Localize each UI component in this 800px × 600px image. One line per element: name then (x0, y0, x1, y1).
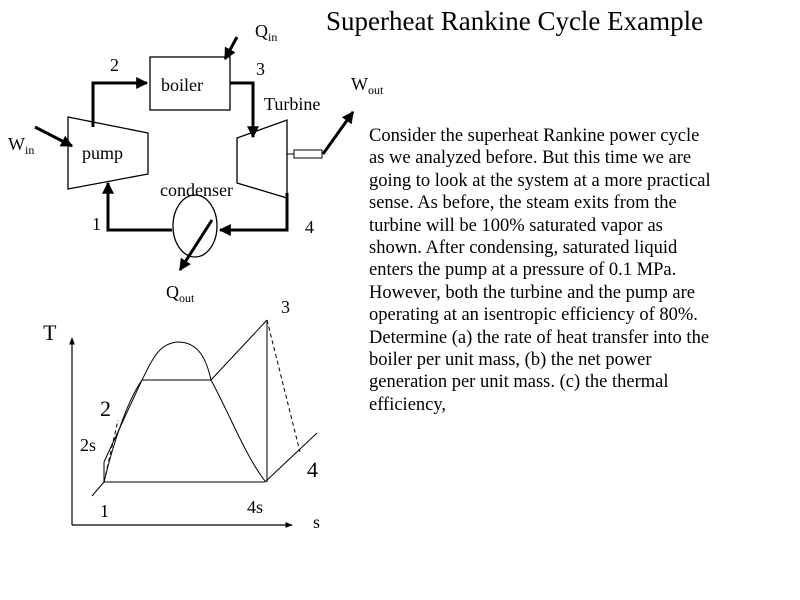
problem-line: operating at an isentropic efficiency of… (369, 305, 698, 326)
slide-title: Superheat Rankine Cycle Example (326, 6, 704, 36)
ts-point-2s: 2s (80, 435, 96, 455)
w-in-arrow (34, 125, 74, 148)
pump-shape (67, 116, 149, 190)
line-sat-3 (210, 319, 268, 381)
t-axis-label: T (43, 320, 57, 345)
problem-line: enters the pump at a pressure of 0.1 MPa… (369, 260, 677, 281)
s-axis-label: s (313, 512, 320, 532)
problem-statement: Consider the superheat Rankine power cyc… (369, 125, 789, 416)
problem-line: shown. After condensing, saturated liqui… (369, 238, 678, 259)
w-out-arrow (321, 111, 355, 155)
ts-point-4s: 4s (247, 497, 263, 517)
state-label-1: 1 (92, 214, 101, 234)
turbine-label: Turbine (264, 94, 320, 114)
line-1-ext (91, 481, 105, 497)
actual-pump-process (103, 419, 119, 483)
ts-point-4: 4 (307, 457, 318, 482)
q-in-label: Qin (255, 21, 277, 44)
boiler-label: boiler (161, 75, 203, 95)
ts-point-2: 2 (100, 396, 111, 421)
problem-line: generation per unit mass. (c) the therma… (369, 372, 669, 393)
condenser-label: condenser (160, 180, 233, 200)
q-in-arrow (223, 36, 239, 61)
problem-line: sense. As before, the steam exits from t… (369, 193, 677, 214)
ts-point-1: 1 (100, 501, 109, 521)
flow-line-4 (218, 193, 289, 236)
flow-line-1 (102, 181, 172, 232)
problem-line: going to look at the system at a more pr… (369, 170, 711, 191)
problem-line: Consider the superheat Rankine power cyc… (369, 126, 700, 146)
state-label-2: 2 (110, 55, 119, 75)
flow-line-3 (230, 81, 259, 139)
line-4s-4 (264, 432, 318, 483)
w-out-label: Wout (351, 74, 384, 97)
ts-point-3: 3 (281, 297, 290, 317)
problem-line: turbine will be 100% saturated vapor as (369, 215, 663, 236)
condenser-shape (172, 194, 218, 258)
problem-line: efficiency, (369, 394, 447, 415)
boiler-box (149, 56, 231, 111)
line-2s-sat (103, 379, 143, 463)
w-in-label: Win (8, 134, 34, 157)
problem-line: Determine (a) the rate of heat transfer … (369, 327, 710, 348)
problem-line: as we analyzed before. But this time we … (369, 148, 692, 169)
actual-turbine-process (266, 319, 301, 453)
problem-line: boiler per unit mass, (b) the net power (369, 350, 652, 371)
problem-line: However, both the turbine and the pump a… (369, 282, 695, 303)
state-label-3: 3 (256, 59, 265, 79)
pump-label: pump (82, 143, 123, 163)
state-label-4: 4 (305, 217, 314, 237)
q-out-label: Qout (166, 282, 195, 305)
flow-line-2 (91, 77, 149, 127)
saturation-dome (103, 341, 266, 483)
q-out-arrow (178, 219, 214, 272)
